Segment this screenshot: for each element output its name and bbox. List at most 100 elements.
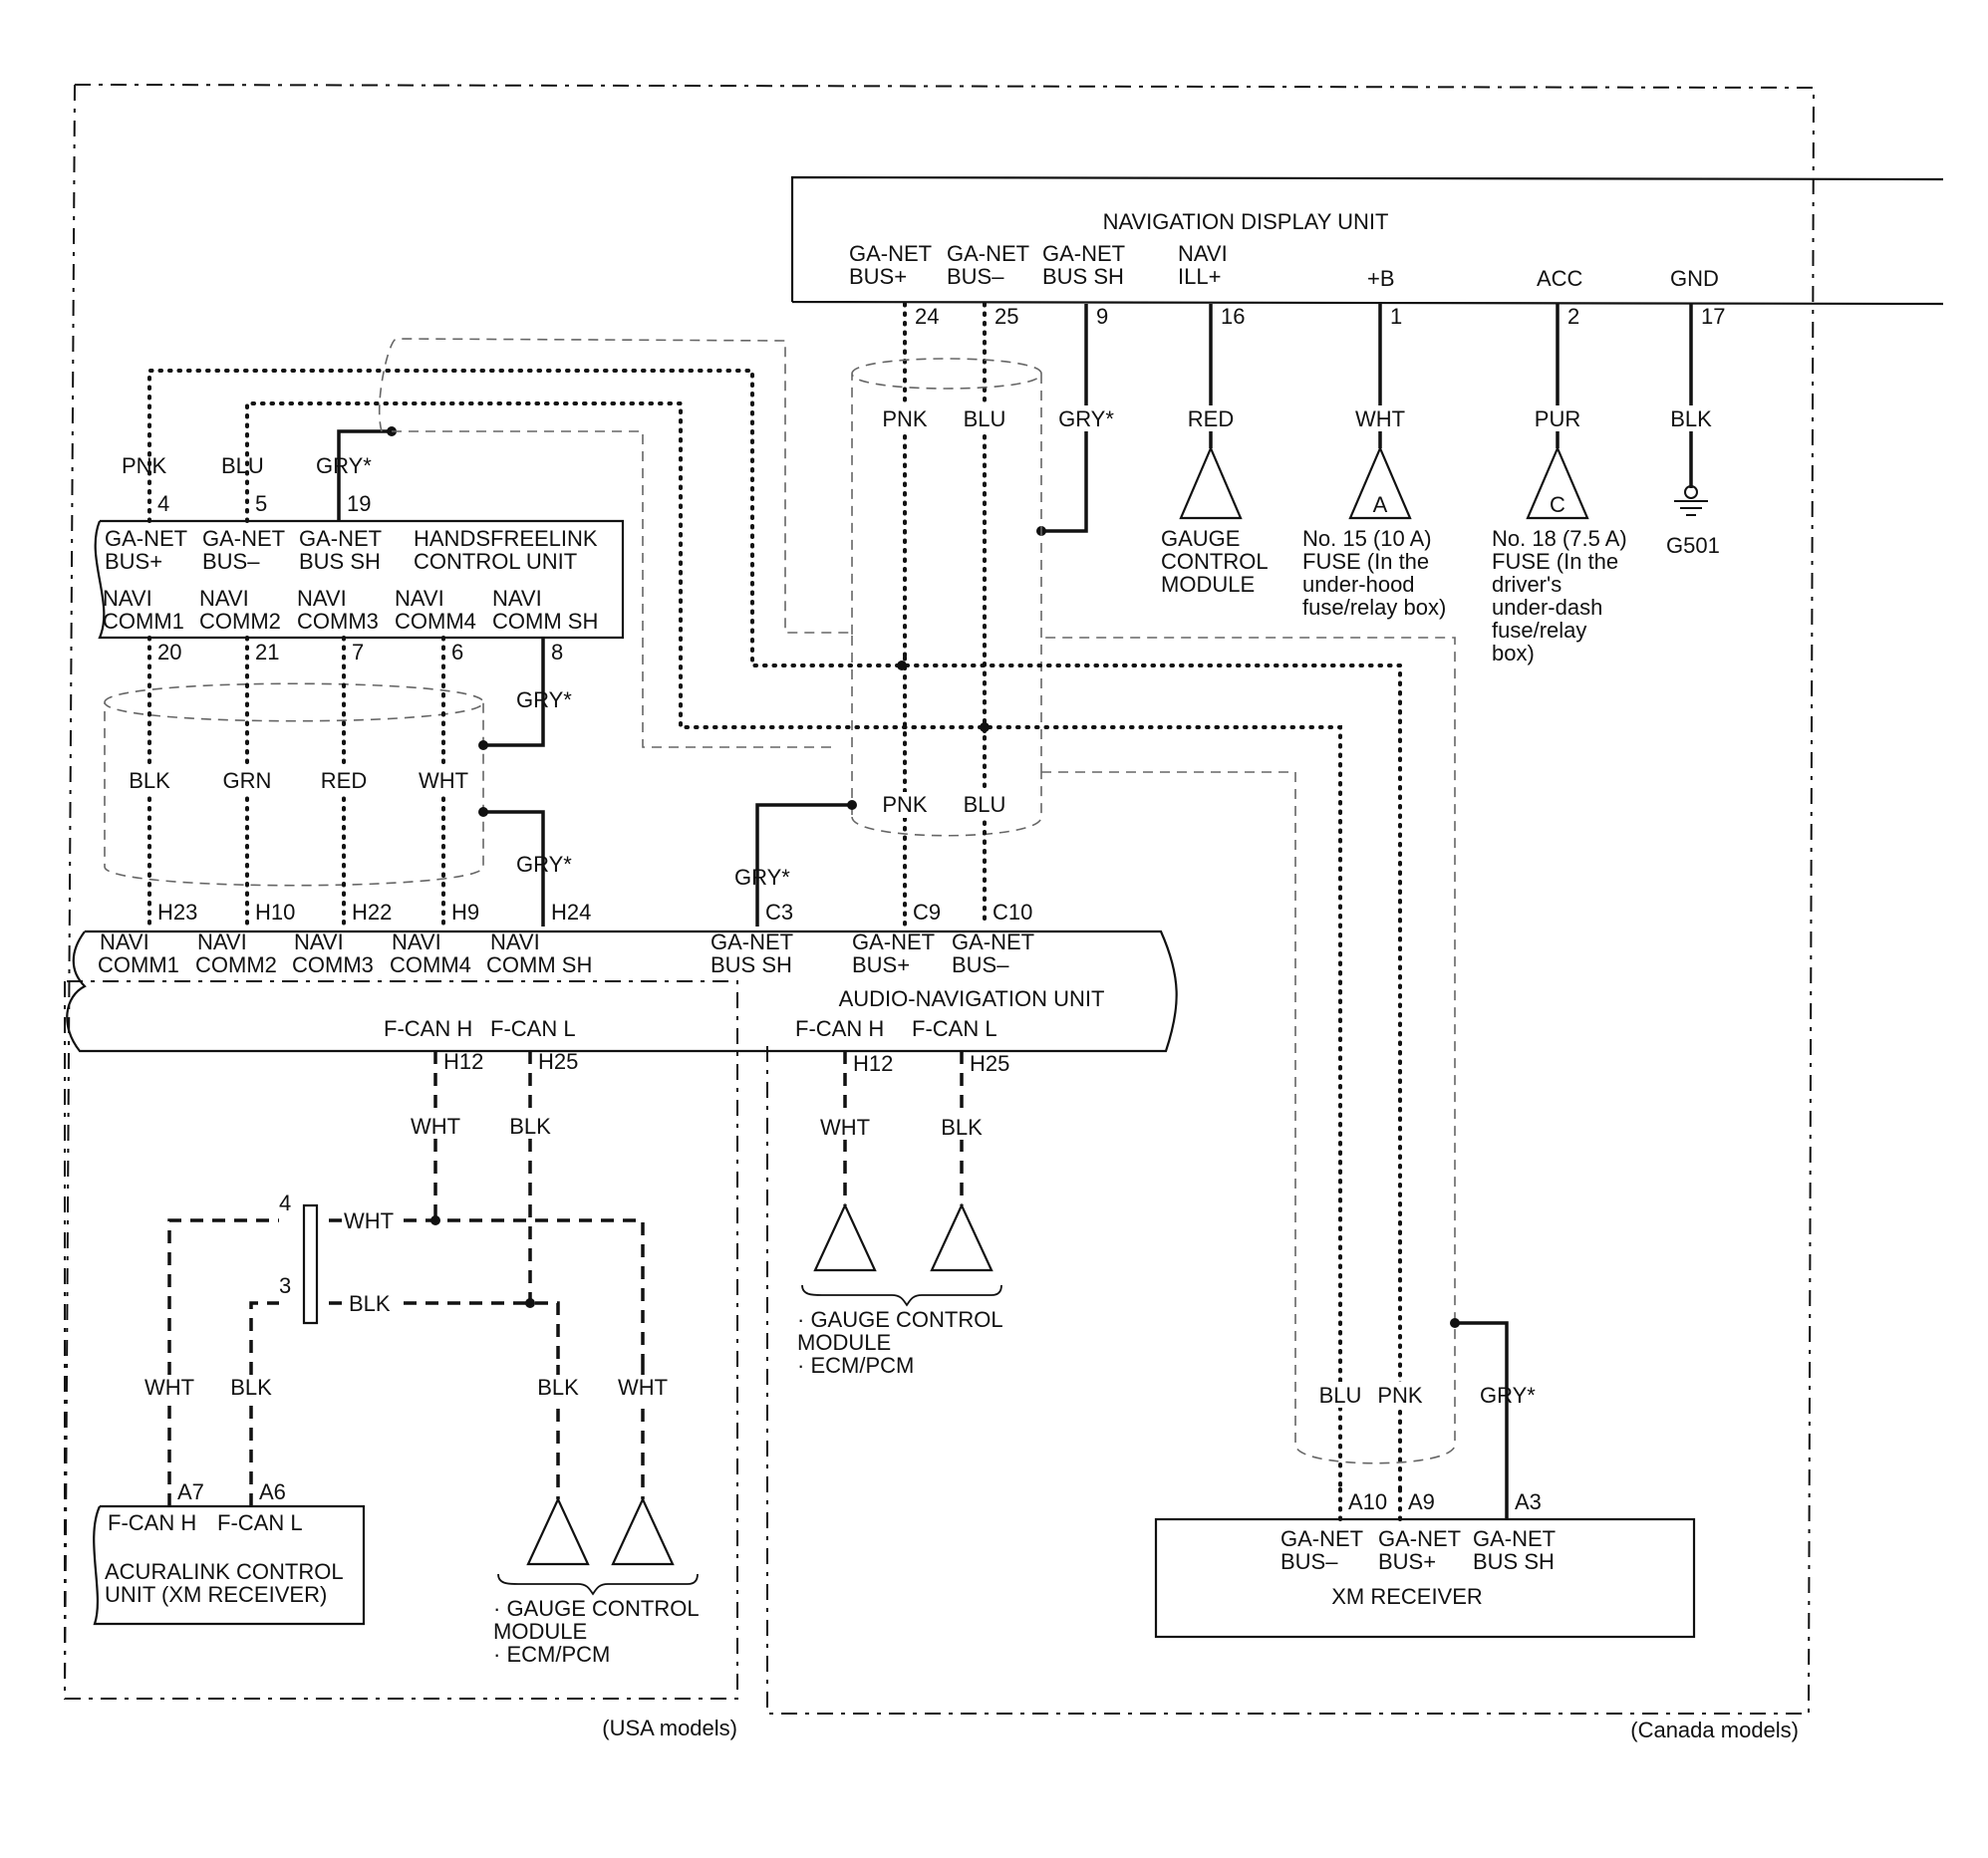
- audio-nav-pin-number: H12: [443, 1049, 483, 1074]
- audio-nav-pin-label: BUS SH: [710, 952, 792, 977]
- fuse-a-label: under-hood: [1302, 572, 1415, 597]
- wire-color-label: WHT: [1355, 406, 1405, 431]
- hfl-pin-label: NAVI: [199, 586, 249, 611]
- wire-color-label: BLK: [1670, 406, 1712, 431]
- hfl-pin-number: 7: [352, 640, 364, 664]
- nav-pin-label: BUS SH: [1042, 264, 1124, 289]
- nav-pin-label: GND: [1670, 266, 1719, 291]
- nav-pin-number: 25: [994, 304, 1018, 329]
- acuralink-pin-number: A6: [259, 1479, 286, 1504]
- audio-nav-can-label: F-CAN L: [490, 1016, 576, 1041]
- hfl-pin-label: GA-NET: [105, 526, 187, 551]
- hfl-pin-number: 20: [157, 640, 181, 664]
- wire-color-label: WHT: [144, 1375, 194, 1400]
- audio-nav-can-label: F-CAN L: [912, 1016, 997, 1041]
- nav-pin-number: 17: [1701, 304, 1725, 329]
- outer-frame: [60, 84, 1816, 1715]
- hfl-pin-label: COMM4: [395, 609, 476, 634]
- nav-pin-label: BUS+: [849, 264, 907, 289]
- acuralink-control-unit: A7 A6 F-CAN H F-CAN L ACURALINK CONTROL …: [93, 1479, 366, 1626]
- canada-fcan-wiring: H12 H25 WHT BLK · GAUGE CONTROL MODULE ·…: [797, 1051, 1009, 1378]
- connector-pin: 3: [279, 1273, 291, 1298]
- xm-title: XM RECEIVER: [1331, 1584, 1483, 1609]
- wire-color-label: RED: [321, 768, 367, 793]
- fuse-c-label: box): [1492, 641, 1535, 665]
- nav-pin-number: 24: [915, 304, 939, 329]
- usa-modules-label: · ECM/PCM: [493, 1642, 610, 1667]
- audio-nav-pin-number: H12: [853, 1051, 893, 1076]
- wire-color-label: PNK: [882, 792, 928, 817]
- hfl-pin-label: BUS SH: [299, 549, 381, 574]
- xm-pin-label: GA-NET: [1280, 1526, 1363, 1551]
- wire-color-label: BLK: [509, 1114, 551, 1139]
- hfl-pin-label: COMM3: [297, 609, 379, 634]
- gauge-control-module-terminal: GAUGE CONTROL MODULE: [1161, 445, 1269, 597]
- xm-pin-label: GA-NET: [1473, 1526, 1556, 1551]
- hfl-pin-label: BUS+: [105, 549, 162, 574]
- hfl-pin-label: NAVI: [103, 586, 152, 611]
- audio-nav-pin-number: H24: [551, 900, 591, 925]
- hfl-pin-number: 21: [255, 640, 279, 664]
- fuse-c-terminal: C No. 18 (7.5 A) FUSE (In the driver's u…: [1492, 445, 1627, 665]
- acuralink-title: ACURALINK CONTROL: [105, 1559, 344, 1584]
- fuse-c-label: fuse/relay: [1492, 618, 1586, 643]
- canada-models-label: (Canada models): [1630, 1718, 1799, 1742]
- wire-color-label: BLK: [230, 1375, 272, 1400]
- hfl-pin-label: COMM1: [103, 609, 184, 634]
- hfl-pin-number: 5: [255, 491, 267, 516]
- hfl-pin-label: COMM SH: [492, 609, 598, 634]
- wire-color-label: PNK: [882, 406, 928, 431]
- audio-nav-title: AUDIO-NAVIGATION UNIT: [839, 986, 1105, 1011]
- audio-nav-pin-number: H9: [451, 900, 479, 925]
- audio-nav-pin-numbers: H23 H10 H22 H9 H24 C3 C9 C10: [157, 900, 1032, 925]
- audio-nav-pin-label: GA-NET: [710, 929, 793, 954]
- navigation-display-unit: NAVIGATION DISPLAY UNIT GA-NET BUS+ GA-N…: [790, 175, 1944, 306]
- nav-display-title: NAVIGATION DISPLAY UNIT: [1103, 209, 1389, 234]
- hfl-pin-number: 8: [551, 640, 563, 664]
- gauge-module-label: CONTROL: [1161, 549, 1269, 574]
- acuralink-pin-label: F-CAN H: [108, 1510, 196, 1535]
- fuse-c-label: FUSE (In the: [1492, 549, 1618, 574]
- connector-pin: 4: [279, 1191, 291, 1215]
- wire-color-label: RED: [1188, 406, 1234, 431]
- hfl-pin-label: NAVI: [297, 586, 347, 611]
- fuse-a-label: fuse/relay box): [1302, 595, 1446, 620]
- audio-nav-pin-label: NAVI: [100, 929, 149, 954]
- gauge-module-label: MODULE: [1161, 572, 1255, 597]
- nav-shield: [851, 358, 1042, 772]
- xm-pin-number: A9: [1408, 1489, 1435, 1514]
- xm-pin-label: BUS+: [1378, 1549, 1436, 1574]
- nav-pin-number: 16: [1221, 304, 1245, 329]
- wire-color-label: BLU: [964, 406, 1006, 431]
- audio-nav-pin-label: GA-NET: [952, 929, 1034, 954]
- audio-nav-pin-label: COMM SH: [486, 952, 592, 977]
- hfl-top-wiring: PNK BLU GRY* 4 5 19: [122, 338, 1402, 1491]
- audio-nav-pin-label: COMM1: [98, 952, 179, 977]
- audio-nav-pin-label: COMM3: [292, 952, 374, 977]
- nav-pin-number: 2: [1567, 304, 1579, 329]
- usa-modules-label: MODULE: [493, 1619, 587, 1644]
- canada-modules-label: · ECM/PCM: [797, 1353, 914, 1378]
- usa-fcan-wiring: H12 H25 WHT BLK 4 3 WHT BLK WHT BLK BLK …: [140, 1049, 700, 1667]
- nav-pin-label: GA-NET: [947, 241, 1029, 266]
- hfl-pin-label: GA-NET: [202, 526, 285, 551]
- wire-color-label: GRN: [223, 768, 272, 793]
- nav-pin-label: NAVI: [1178, 241, 1228, 266]
- xm-pin-label: BUS SH: [1473, 1549, 1555, 1574]
- fuse-c-label: under-dash: [1492, 595, 1602, 620]
- wire-color-label: PNK: [122, 453, 167, 478]
- hfl-pin-number: 4: [157, 491, 169, 516]
- audio-nav-pin-label: BUS+: [852, 952, 910, 977]
- audio-nav-pin-number: H25: [538, 1049, 578, 1074]
- fuse-a-terminal: A No. 15 (10 A) FUSE (In the under-hood …: [1302, 445, 1446, 620]
- wire-color-label: BLU: [1319, 1383, 1362, 1408]
- wire-color-label: WHT: [411, 1114, 460, 1139]
- audio-nav-pin-label: BUS–: [952, 952, 1009, 977]
- xm-pin-number: A3: [1515, 1489, 1542, 1514]
- hfl-bottom-wiring: 20 21 7 6 8 GRY* BLK GRN RED WHT GRY*: [104, 636, 572, 929]
- xm-receiver: GA-NET BUS– GA-NET BUS+ GA-NET BUS SH XM…: [1154, 1517, 1696, 1639]
- nav-pin-label: ACC: [1537, 266, 1583, 291]
- audio-navigation-unit: NAVI COMM1 NAVI COMM2 NAVI COMM3 NAVI CO…: [66, 929, 1178, 1053]
- audio-nav-pin-label: GA-NET: [852, 929, 935, 954]
